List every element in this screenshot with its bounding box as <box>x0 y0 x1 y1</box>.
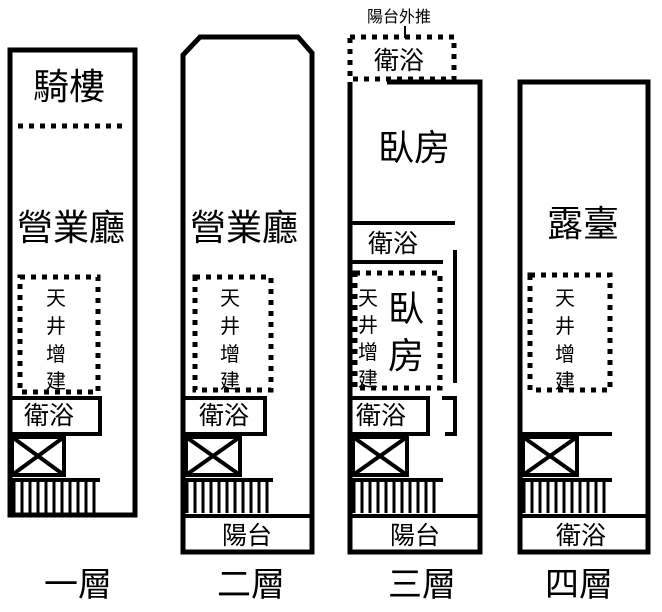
floor-3-balcony-extension-label: 陽台外推 <box>367 7 431 26</box>
floor-3-door-jamb <box>442 396 457 436</box>
floor-4-courtyard-char-2: 井 <box>555 314 575 338</box>
floor-3-bath-top-label: 衛浴 <box>374 46 424 75</box>
floor-4-stair-void <box>521 435 579 477</box>
floor-3-bath-bottom-label: 衛浴 <box>356 401 406 430</box>
floor-3-bedroom-mid-char-2: 房 <box>388 336 424 377</box>
floor-3-courtyard-addition-box <box>352 270 443 391</box>
floor-3-courtyard-char-2: 井 <box>358 313 378 337</box>
floor-2: 營業廳 天 井 增 建 衛浴 陽台 二層 <box>180 34 315 605</box>
floor-3-outline <box>347 79 483 555</box>
floor-2-courtyard-char-4: 建 <box>220 369 240 393</box>
floor-4: 露臺 天 井 增 建 衛浴 四層 <box>517 79 651 605</box>
floor-3-bedroom-top-label: 臥房 <box>378 128 450 169</box>
floor-1: 騎樓 營業廳 天 井 增 建 衛浴 一層 <box>7 47 138 605</box>
floor-2-stairs <box>185 480 269 513</box>
floor-1-stairs <box>12 480 96 513</box>
floor-1-outline <box>7 47 138 518</box>
floor-1-name: 一層 <box>44 565 112 605</box>
floor-2-bath-wall <box>183 396 267 436</box>
floor-2-balcony-label: 陽台 <box>222 521 272 550</box>
floor-4-outline <box>517 79 651 555</box>
floor-4-courtyard-addition-box <box>527 272 613 393</box>
floor-3-bedroom-mid-char-1: 臥 <box>388 289 424 330</box>
floor-1-arcade-label: 騎樓 <box>33 67 105 108</box>
floor-3-courtyard-char-4: 建 <box>358 367 378 391</box>
floor-3-name: 三層 <box>388 565 456 605</box>
floor-3-bath-bottom-wall <box>350 396 430 436</box>
floor-2-name: 二層 <box>217 565 285 605</box>
floor-2-hall-label: 營業廳 <box>190 208 298 249</box>
floor-4-name: 四層 <box>545 565 613 605</box>
floor-1-courtyard-addition-box <box>17 274 101 395</box>
floor-4-courtyard-char-1: 天 <box>555 286 575 310</box>
floor-1-courtyard-char-2: 井 <box>46 314 66 338</box>
floor-3: 陽台外推 衛浴 臥房 衛浴 天 井 增 建 臥 房 衛浴 陽台 三層 <box>347 7 483 605</box>
floor-4-terrace-label: 露臺 <box>547 204 619 245</box>
floor-4-bath-label: 衛浴 <box>556 521 606 550</box>
floor-2-outline <box>180 34 315 555</box>
floor-4-stairs <box>522 480 606 513</box>
floor-3-stairs <box>352 480 436 513</box>
floor-2-courtyard-char-2: 井 <box>220 314 240 338</box>
floor-3-balcony-label: 陽台 <box>390 521 440 550</box>
floor-1-courtyard-char-3: 增 <box>46 342 66 366</box>
floor-2-bath-label: 衛浴 <box>199 401 249 430</box>
floor-2-courtyard-char-1: 天 <box>220 286 240 310</box>
floor-3-courtyard-char-3: 增 <box>358 340 378 364</box>
floor-4-courtyard-char-3: 增 <box>555 342 575 366</box>
floor-2-stair-void <box>184 435 242 477</box>
floor-3-bath-mid-label: 衛浴 <box>368 229 418 258</box>
floor-3-extension-box <box>347 34 457 82</box>
floor-4-courtyard-char-4: 建 <box>555 369 575 393</box>
floor-1-bath-wall <box>10 396 102 436</box>
floor-1-courtyard-char-4: 建 <box>46 369 66 393</box>
floor-3-courtyard-char-1: 天 <box>358 286 378 310</box>
floor-2-courtyard-addition-box <box>192 274 274 393</box>
floor-1-bath-label: 衛浴 <box>24 401 74 430</box>
floor-1-stair-void <box>10 435 66 477</box>
floor-2-courtyard-char-3: 增 <box>220 342 240 366</box>
floor-1-courtyard-char-1: 天 <box>46 286 66 310</box>
floor-1-hall-label: 營業廳 <box>17 208 125 249</box>
floor-3-stair-void <box>351 435 409 477</box>
